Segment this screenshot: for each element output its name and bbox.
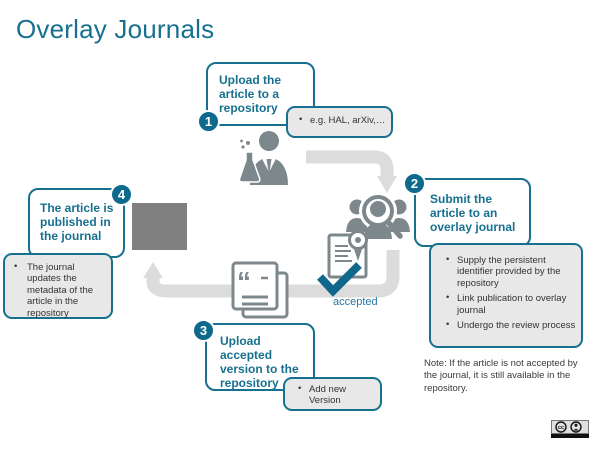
step-2-badge: 2 [403, 172, 426, 195]
cc-by-circle [570, 421, 582, 433]
article-pages-icon: “ [231, 261, 289, 319]
cc-icons: cc [555, 421, 582, 433]
step-4-badge: 4 [110, 183, 133, 206]
step-4-box: The article is published in the journal [28, 188, 125, 258]
cc-text: cc [558, 425, 564, 431]
note-3-item: Add new Version [297, 383, 377, 407]
quote-glyph: “ [237, 266, 251, 297]
cc-black-bar [551, 434, 589, 438]
note-4-item: The journal updates the metadata of the … [13, 261, 108, 319]
peer-review-icon [346, 192, 410, 239]
accepted-label: accepted [333, 296, 378, 308]
flow-arrow-step2-to-step3 [306, 250, 400, 298]
note-2-item: Link publication to overlay journal [445, 292, 577, 316]
footnote: Note: If the article is not accepted by … [424, 358, 578, 394]
cc-person-icon [573, 428, 579, 431]
step-3-title: Upload accepted version to the repositor… [220, 334, 299, 391]
flow-arrow-step3-to-step4 [143, 262, 310, 298]
page-title: Overlay Journals [16, 14, 215, 44]
step-4-title: The article is published in the journal [40, 201, 114, 244]
note-1-item: e.g. HAL, arXiv,… [298, 114, 387, 126]
flow-arrow-step1-to-step2 [306, 150, 397, 193]
note-box-3: Add new Version [283, 377, 382, 411]
magnifier-handle [385, 219, 403, 239]
checkmark-icon [317, 262, 362, 297]
scientist-icon [238, 131, 288, 185]
accepted-document-icon [317, 230, 368, 297]
note-box-1: e.g. HAL, arXiv,… [286, 106, 393, 138]
step-1-badge: 1 [197, 110, 220, 133]
step-2-box: Submit the article to an overlay journal [414, 178, 531, 247]
cc-license-badge: cc [551, 420, 589, 440]
note-2-item: Supply the persistent identifier provide… [445, 254, 577, 289]
journal-square [132, 203, 187, 250]
note-2-item: Undergo the review process [445, 319, 577, 331]
step-2-title: Submit the article to an overlay journal [430, 192, 516, 235]
note-box-4: The journal updates the metadata of the … [3, 253, 113, 319]
note-box-2: Supply the persistent identifier provide… [429, 243, 583, 348]
step-3-badge: 3 [192, 319, 215, 342]
step-1-title: Upload the article to a repository [219, 73, 281, 116]
seal-ribbon [353, 246, 363, 261]
